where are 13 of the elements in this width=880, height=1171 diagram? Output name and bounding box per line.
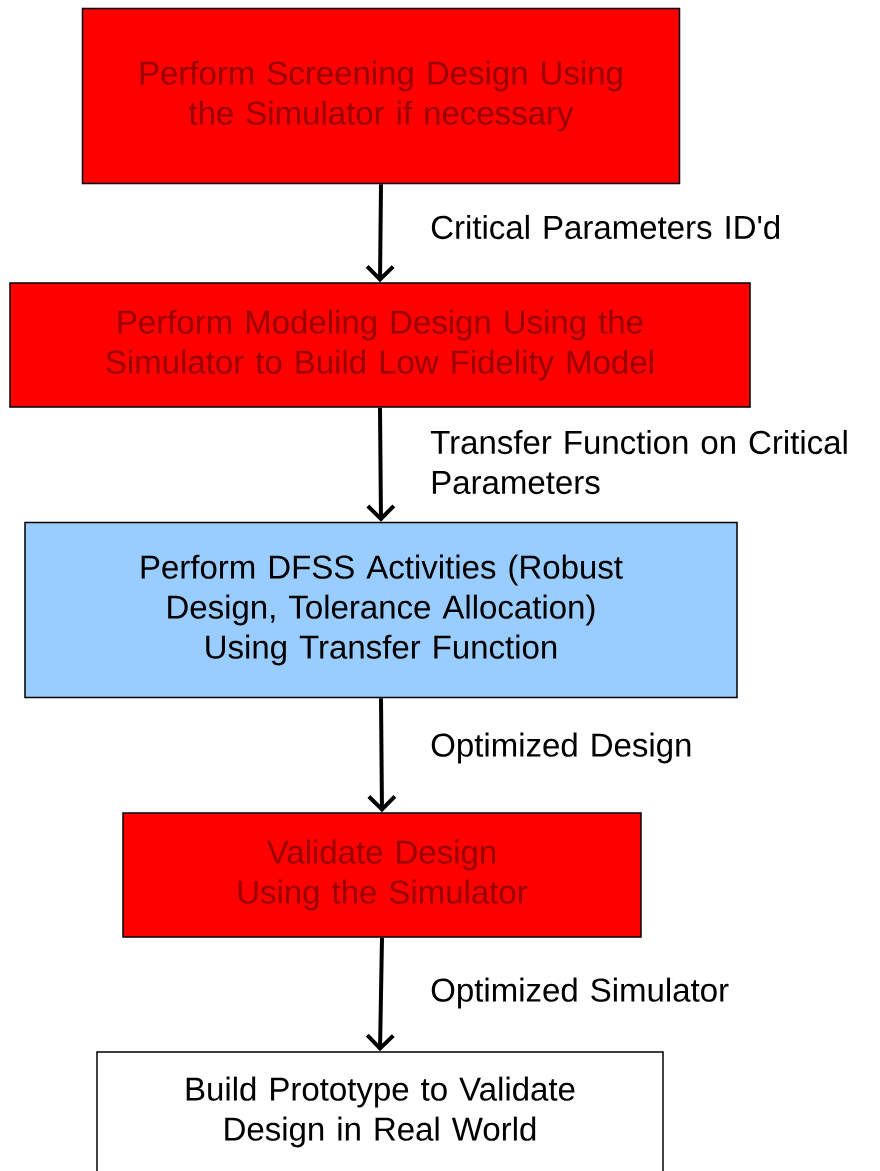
edge-label: Transfer Function on Critical Parameters [430, 429, 847, 495]
arrow [365, 184, 395, 283]
arrow [365, 937, 395, 1052]
edge-label: Optimized Design [431, 732, 691, 764]
arrow [367, 698, 397, 813]
arrow [366, 407, 396, 522]
process-box: Perform Screening Design Using the Simulator if necessary [81, 7, 681, 185]
process-box: Validate Design Using the Simulator [122, 812, 642, 938]
process-box: Build Prototype to Validate Design in Real World [96, 1051, 664, 1171]
edge-label: Optimized Simulator [431, 977, 729, 1009]
edge-label: Critical Parameters ID'd [431, 214, 780, 240]
process-box: Perform Modeling Design Using the Simulator to Build Low Fidelity Model [9, 282, 751, 408]
process-box: Perform DFSS Activities (Robust Design, Tolerance Allocation) Using Transfer Function [24, 521, 738, 699]
